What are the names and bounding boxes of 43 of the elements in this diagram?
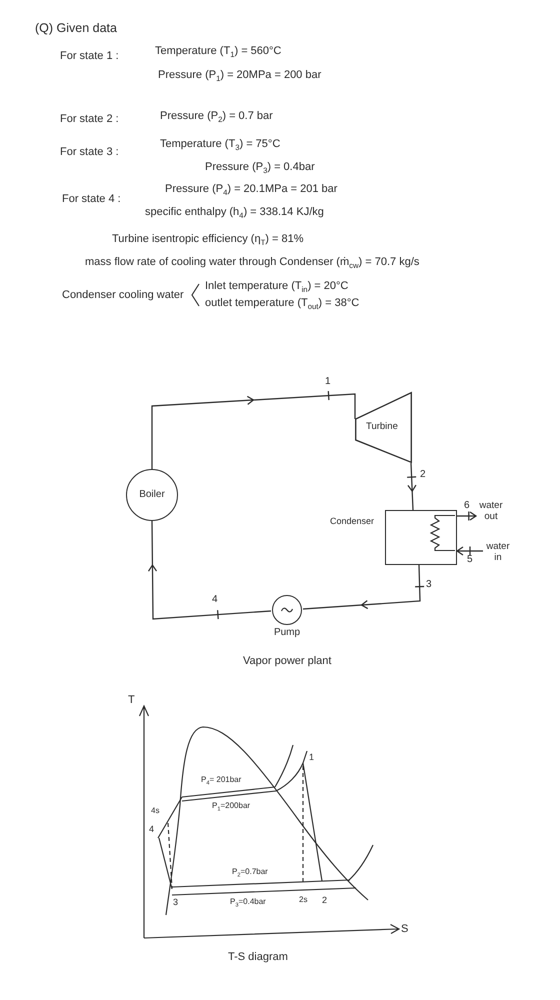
caption: Vapor power plant [243, 655, 332, 668]
pressure-label: P$_{4}$= 201bar [201, 775, 242, 785]
pressure-label: P$_{1}$=200bar [212, 801, 250, 811]
node-label: Pump [272, 627, 302, 639]
axis-label: S [401, 923, 408, 936]
axis-label: T [128, 694, 135, 707]
state-label: 3 [173, 897, 178, 908]
data-text: Pressure (P$_{2}$) = 0.7 bar [160, 110, 273, 123]
node-label: water in [483, 541, 513, 563]
data-text: outlet temperature (T$_{out}$) = 38°C [205, 297, 360, 310]
pressure-label: P$_{2}$=0.7bar [232, 867, 268, 877]
state-label: 4s [151, 806, 160, 816]
data-text: mass flow rate of cooling water through Condenser (ṁ$_{cw}$) = 70.7 kg/s [85, 256, 420, 269]
data-text: Pressure (P$_{3}$) = 0.4bar [205, 161, 315, 174]
state-label: 2 [322, 895, 328, 906]
edge-label: 2 [420, 469, 426, 481]
edge-label: 4 [212, 594, 218, 606]
data-text: Inlet temperature (T$_{in}$) = 20°C [205, 280, 348, 293]
data-text: specific enthalpy (h$_{4}$) = 338.14 KJ/kg [145, 206, 324, 219]
data-text: Temperature (T$_{3}$) = 75°C [160, 138, 280, 151]
node-label: Turbine [366, 421, 398, 432]
data-text: Temperature (T$_{1}$) = 560°C [155, 45, 282, 58]
edge-label: 1 [325, 376, 331, 388]
state-heading: For state 3 : [60, 146, 119, 159]
data-text: Pressure (P$_{1}$) = 20MPa = 200 bar [158, 69, 322, 82]
state-label: 2s [299, 895, 308, 905]
boiler-circle: Boiler [126, 469, 178, 521]
edge-label: 5 [467, 554, 473, 566]
node-label: Condenser [330, 516, 374, 527]
state-heading: For state 1 : [60, 50, 119, 63]
data-text: Pressure (P$_{4}$) = 20.1MPa = 201 bar [165, 183, 338, 196]
edge-label: 6 [464, 500, 470, 512]
state-label: 1 [309, 752, 314, 763]
edge-label: 3 [426, 579, 432, 591]
state-label: 4 [149, 824, 154, 835]
node-label: water out [476, 500, 506, 522]
state-heading: For state 2 : [60, 113, 119, 126]
state-heading: For state 4 : [62, 193, 121, 206]
data-text: Turbine isentropic efficiency (η$_{T}$) = 81% [112, 233, 304, 246]
heading: (Q) Given data [35, 21, 117, 36]
data-text: Condenser cooling water [62, 289, 184, 302]
caption: T-S diagram [228, 951, 288, 964]
pressure-label: P$_{3}$=0.4bar [230, 897, 266, 907]
